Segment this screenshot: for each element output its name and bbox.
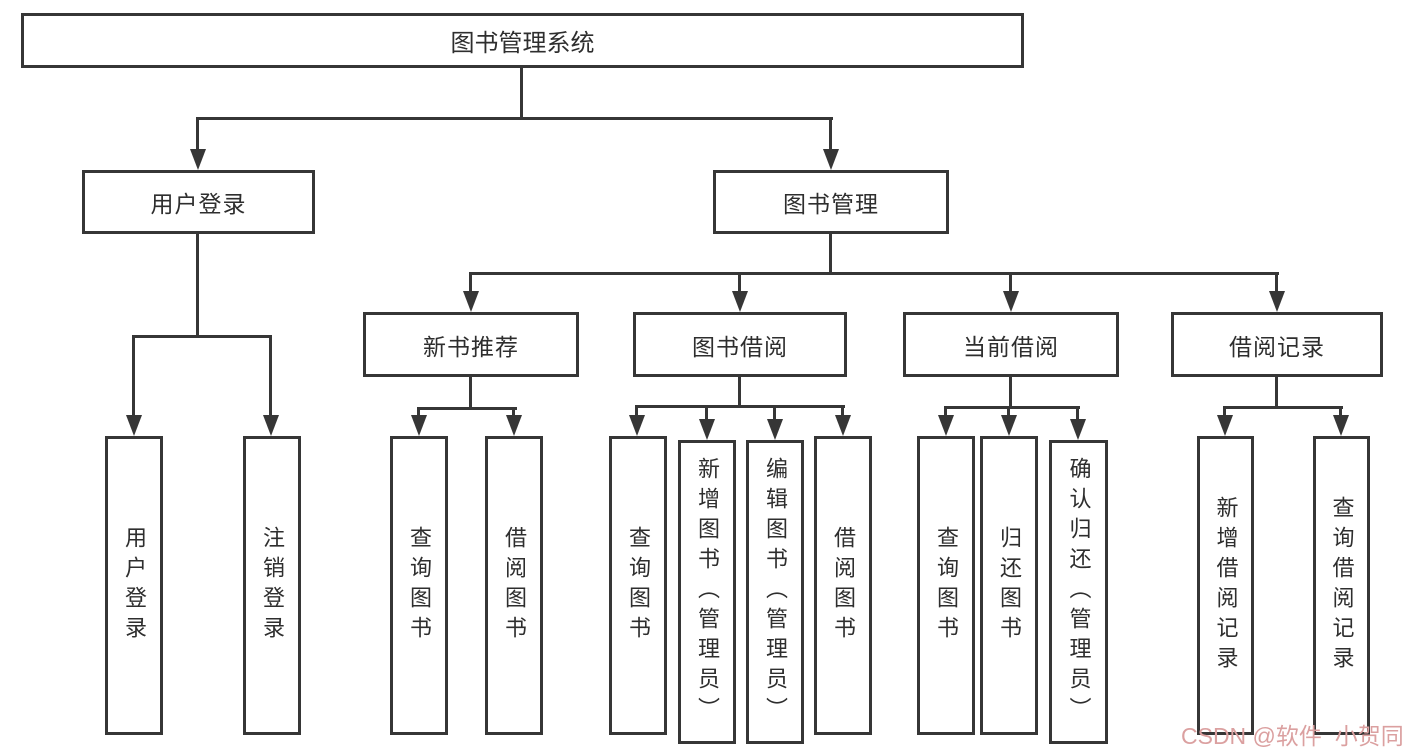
- leaf-bb-borrow-books: 借阅图书: [814, 436, 872, 735]
- connector-line: [944, 406, 947, 419]
- leaf-nb-borrow-books: 借阅图书: [485, 436, 543, 735]
- connector-line: [417, 407, 517, 410]
- connector-line: [738, 272, 741, 296]
- leaf-label: 注销登录: [260, 525, 285, 646]
- leaf-label: 编辑图书（管理员）: [763, 457, 788, 727]
- leaf-label: 查询图书: [934, 525, 959, 646]
- connector-line: [469, 272, 1279, 275]
- connector-line: [196, 234, 199, 338]
- arrowhead-down: [411, 415, 427, 436]
- leaf-label: 查询图书: [407, 525, 432, 646]
- arrowhead-down: [629, 415, 645, 436]
- node-new-book-recommendation: 新书推荐: [363, 312, 579, 377]
- arrowhead-down: [1269, 291, 1285, 312]
- arrowhead-down: [1001, 415, 1017, 436]
- arrowhead-down: [823, 149, 839, 170]
- connector-line: [1076, 406, 1079, 423]
- connector-line: [1223, 406, 1226, 419]
- connector-line: [829, 117, 832, 155]
- node-book-borrowing: 图书借阅: [633, 312, 847, 377]
- node-current-borrowing: 当前借阅: [903, 312, 1119, 377]
- connector-line: [1339, 406, 1342, 419]
- arrowhead-down: [1003, 291, 1019, 312]
- leaf-label: 归还图书: [997, 525, 1022, 646]
- connector-line: [773, 405, 776, 423]
- connector-line: [1275, 272, 1278, 296]
- leaf-user-login: 用户登录: [105, 436, 163, 735]
- leaf-nb-query-books: 查询图书: [390, 436, 448, 735]
- arrowhead-down: [463, 291, 479, 312]
- arrowhead-down: [938, 415, 954, 436]
- connector-line: [705, 405, 708, 423]
- arrowhead-down: [263, 415, 279, 436]
- connector-line: [1009, 377, 1012, 409]
- connector-line: [738, 377, 741, 408]
- connector-line: [829, 234, 832, 275]
- leaf-logout: 注销登录: [243, 436, 301, 735]
- arrowhead-down: [835, 415, 851, 436]
- csdn-watermark: CSDN @软件_小贺同学: [1181, 723, 1405, 747]
- leaf-label: 借阅图书: [502, 525, 527, 646]
- connector-line: [1009, 272, 1012, 296]
- arrowhead-down: [732, 291, 748, 312]
- arrowhead-down: [1217, 415, 1233, 436]
- connector-line: [469, 272, 472, 296]
- connector-line: [1007, 406, 1010, 419]
- node-book-management: 图书管理: [713, 170, 949, 234]
- connector-line: [196, 117, 199, 155]
- arrowhead-down: [126, 415, 142, 436]
- leaf-label: 新增图书（管理员）: [695, 457, 720, 727]
- connector-line: [512, 407, 515, 421]
- connector-line: [635, 405, 845, 408]
- leaf-label: 用户登录: [122, 525, 147, 646]
- connector-line: [132, 335, 135, 419]
- connector-line: [635, 405, 638, 419]
- arrowhead-down: [506, 415, 522, 436]
- arrowhead-down: [699, 419, 715, 440]
- connector-line: [417, 407, 420, 421]
- leaf-label: 新增借阅记录: [1213, 495, 1239, 676]
- arrowhead-down: [190, 149, 206, 170]
- arrowhead-down: [1333, 415, 1349, 436]
- leaf-bb-add-books-admin: 新增图书（管理员）: [678, 440, 736, 744]
- leaf-cb-confirm-return-admin: 确认归还（管理员）: [1049, 440, 1108, 744]
- leaf-cb-return-books: 归还图书: [980, 436, 1038, 735]
- connector-line: [944, 406, 1080, 409]
- node-user-login: 用户登录: [82, 170, 315, 234]
- leaf-br-query-record: 查询借阅记录: [1313, 436, 1370, 735]
- node-borrowing-records: 借阅记录: [1171, 312, 1383, 377]
- connector-line: [132, 335, 272, 338]
- leaf-bb-edit-books-admin: 编辑图书（管理员）: [746, 440, 804, 744]
- connector-line: [269, 335, 272, 419]
- leaf-br-add-record: 新增借阅记录: [1197, 436, 1254, 735]
- connector-line: [1223, 406, 1343, 409]
- connector-line: [469, 377, 472, 410]
- arrowhead-down: [1070, 419, 1086, 440]
- node-library-management-system: 图书管理系统: [21, 13, 1024, 68]
- leaf-label: 确认归还（管理员）: [1066, 457, 1092, 727]
- connector-line: [841, 405, 844, 419]
- leaf-label: 查询图书: [626, 525, 651, 646]
- connector-line: [520, 68, 523, 120]
- leaf-bb-query-books: 查询图书: [609, 436, 667, 735]
- leaf-label: 借阅图书: [831, 525, 856, 646]
- connector-line: [196, 117, 833, 120]
- leaf-label: 查询借阅记录: [1329, 495, 1355, 676]
- leaf-cb-query-books: 查询图书: [917, 436, 975, 735]
- arrowhead-down: [767, 419, 783, 440]
- connector-line: [1275, 377, 1278, 409]
